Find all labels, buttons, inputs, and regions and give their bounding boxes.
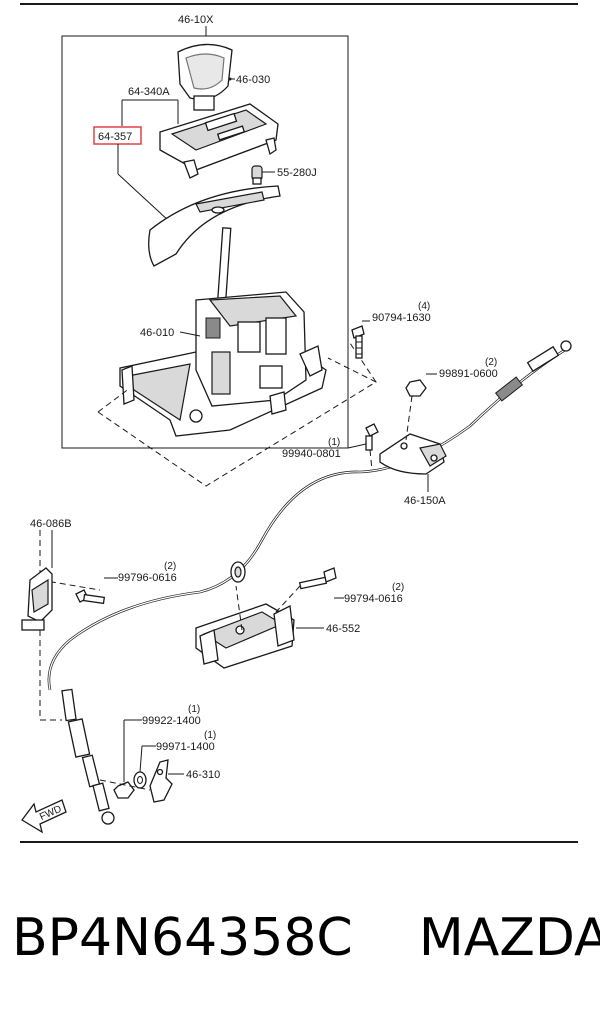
qty-nut-b: (1): [188, 704, 200, 715]
label-bezel: 64-340A: [128, 86, 170, 98]
bolt-b-leader: [347, 443, 367, 449]
label-shifter-base: 46-010: [140, 327, 174, 339]
parts-diagram: 46-10X 46-030 64-340A 64-357 55-280J: [20, 3, 578, 843]
indicator-leader-2: [117, 173, 171, 223]
label-washer: 99971-1400: [156, 741, 215, 753]
shifter-base-part: [119, 291, 327, 437]
grommet-part: [230, 561, 246, 583]
bolt-b-part: [365, 423, 379, 451]
clip-part: [149, 759, 173, 803]
bulb-part: [251, 165, 263, 185]
label-clip: 46-310: [186, 769, 220, 781]
cable-end-left: [61, 688, 115, 825]
cable-lever-dash: [405, 395, 413, 441]
mount-outline: [97, 339, 378, 487]
clip-dash: [40, 719, 151, 791]
label-nut-b: 99922-1400: [142, 715, 201, 727]
cable-end-right: [494, 340, 572, 402]
bolt-b-dash: [369, 449, 373, 471]
label-knob: 46-030: [236, 74, 270, 86]
qty-bolt-c: (2): [164, 561, 176, 572]
qty-bolt-b: (1): [328, 437, 340, 448]
label-bolt-a: 90794-1630: [372, 312, 431, 324]
label-nut-a: 99891-0600: [439, 368, 498, 380]
assembly-box: [61, 35, 349, 449]
qty-nut-a: (2): [485, 357, 497, 368]
cable-lever-part: [379, 433, 447, 475]
qty-bolt-a: (4): [418, 301, 430, 312]
knob-dot: [228, 77, 232, 81]
bezel-part: [159, 103, 279, 179]
bolt-d-dash: [235, 585, 301, 631]
qty-bolt-d: (2): [392, 582, 404, 593]
part-number-caption: BP4N64358C MAZDA: [12, 908, 600, 968]
label-assembly: 46-10X: [178, 14, 214, 26]
label-cable-lever: 46-150A: [404, 495, 446, 507]
label-bulb: 55-280J: [277, 167, 317, 179]
label-bracket-left: 46-086B: [30, 518, 72, 530]
fwd-arrow: FWD: [21, 799, 67, 834]
qty-washer: (1): [204, 730, 216, 741]
shift-cable: [47, 346, 569, 691]
bolt-c-part: [75, 589, 106, 605]
nut-a-part: [405, 379, 427, 397]
indicator-panel-part: [148, 185, 281, 267]
label-bolt-d: 99794-0616: [344, 593, 403, 605]
bracket-mid-part: [195, 603, 295, 669]
bolt-d-part: [298, 567, 337, 590]
label-bolt-b: 99940-0801: [282, 448, 341, 460]
knob-part: [177, 43, 233, 111]
bracket-left-part: [21, 567, 53, 631]
washer-part: [133, 771, 147, 789]
base-leader: [179, 331, 201, 337]
nut-b-part: [113, 781, 135, 799]
label-bolt-c: 99796-0616: [118, 572, 177, 584]
washer-leader: [139, 745, 143, 773]
fwd-text: FWD: [38, 804, 63, 823]
label-indicator-panel: 64-357: [98, 131, 132, 143]
bolt-a-part: [351, 325, 365, 359]
label-bracket-mid: 46-552: [326, 623, 360, 635]
